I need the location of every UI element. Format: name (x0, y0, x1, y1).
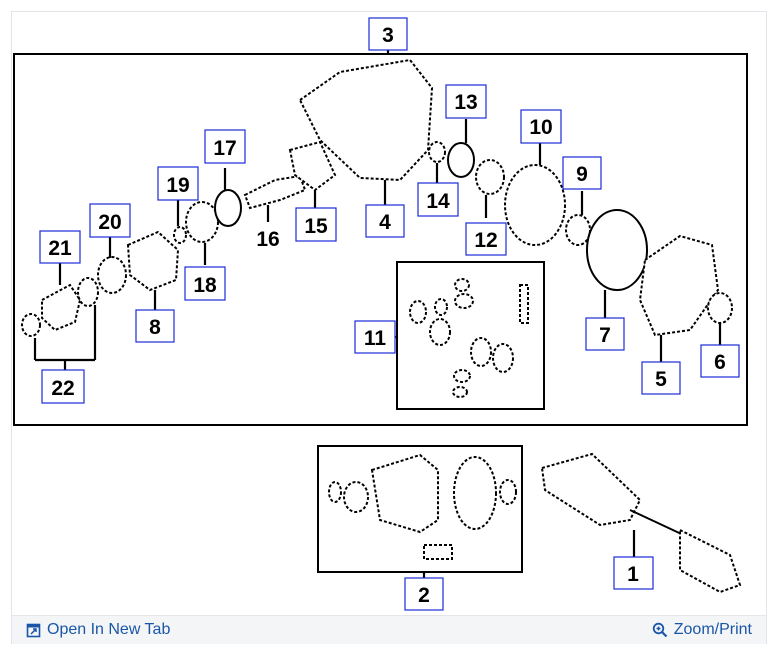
callout-16[interactable]: 16 (256, 228, 279, 251)
svg-text:19: 19 (166, 174, 189, 197)
svg-text:5: 5 (655, 368, 667, 391)
svg-text:2: 2 (418, 584, 430, 607)
callout-6[interactable]: 6 (700, 344, 740, 378)
svg-text:1: 1 (627, 563, 639, 586)
part-ring-gear (504, 164, 566, 246)
callout-7[interactable]: 7 (585, 317, 625, 351)
svg-text:16: 16 (256, 228, 279, 251)
kit-part (452, 386, 468, 398)
callout-22[interactable]: 22 (41, 369, 85, 404)
part-pinion (243, 174, 307, 210)
svg-text:13: 13 (454, 91, 477, 114)
callout-12[interactable]: 12 (465, 222, 507, 256)
kit2-boot (370, 453, 439, 534)
part-gasket (288, 140, 337, 192)
part-housing (298, 58, 434, 182)
kit2-part (328, 481, 342, 503)
part-bearing-12 (475, 159, 505, 195)
parts-diagram: 1 2 3 4 5 6 7 8 9 10 11 12 13 14 15 16 1… (13, 17, 748, 611)
svg-text:3: 3 (382, 24, 394, 47)
callout-1[interactable]: 1 (613, 556, 654, 590)
part-oring-13 (447, 142, 475, 178)
open-in-new-tab-icon (26, 623, 41, 637)
part-shim-17 (214, 189, 242, 227)
callout-4[interactable]: 4 (365, 204, 405, 238)
callout-8[interactable]: 8 (135, 309, 175, 343)
zoom-print-button[interactable]: Zoom/Print (652, 620, 752, 640)
diagram-toolbar: Open In New Tab Zoom/Print (12, 615, 766, 644)
kit-part (434, 298, 448, 316)
kit-part (519, 284, 529, 324)
part-cover (638, 234, 720, 337)
kit-part (409, 300, 427, 324)
zoom-icon (652, 622, 668, 638)
callout-11[interactable]: 11 (354, 320, 396, 354)
small-parts-kit-box (396, 261, 545, 410)
zoom-print-label: Zoom/Print (673, 621, 752, 638)
kit2-part (499, 479, 517, 505)
callout-17[interactable]: 17 (204, 129, 246, 164)
part-seal-14 (428, 141, 446, 163)
svg-text:14: 14 (426, 190, 450, 213)
svg-text:7: 7 (599, 324, 611, 347)
callout-20[interactable]: 20 (89, 203, 131, 238)
callout-15[interactable]: 15 (295, 207, 337, 242)
part-seal-6 (707, 292, 733, 324)
main-assembly-box (13, 53, 748, 426)
kit-part (429, 318, 451, 346)
leader-lines (33, 50, 722, 578)
kit2-part (453, 456, 497, 530)
callout-14[interactable]: 14 (417, 182, 459, 217)
part-bearing-18 (185, 201, 219, 243)
callout-3[interactable]: 3 (368, 17, 408, 51)
svg-text:12: 12 (474, 229, 497, 252)
axle-kit-box (317, 445, 523, 573)
kit-part (492, 343, 514, 373)
svg-text:21: 21 (48, 237, 72, 260)
callout-5[interactable]: 5 (641, 361, 681, 395)
callout-2[interactable]: 2 (404, 577, 444, 611)
kit-part (453, 369, 471, 383)
callout-13[interactable]: 13 (445, 84, 487, 119)
kit-part (470, 337, 492, 367)
svg-text:10: 10 (529, 116, 552, 139)
svg-text:11: 11 (364, 327, 387, 350)
callout-10[interactable]: 10 (520, 109, 562, 144)
part-nut (21, 313, 41, 337)
open-in-new-tab-label: Open In New Tab (47, 621, 171, 638)
part-bearing-9 (565, 214, 591, 246)
open-in-new-tab-button[interactable]: Open In New Tab (26, 620, 170, 640)
kit2-part (343, 481, 369, 513)
part-axle-shaft (540, 452, 642, 527)
svg-text:20: 20 (98, 211, 121, 234)
callout-19[interactable]: 19 (157, 166, 199, 201)
svg-text:18: 18 (193, 274, 217, 297)
part-axle-outer (679, 528, 742, 594)
part-bearing-20 (97, 256, 127, 294)
part-oring-7 (586, 209, 648, 291)
part-seal-small (77, 277, 99, 307)
svg-text:4: 4 (379, 211, 391, 234)
svg-text:17: 17 (213, 137, 236, 160)
svg-text:8: 8 (149, 316, 161, 339)
svg-text:22: 22 (51, 377, 74, 400)
part-ring-19 (173, 226, 187, 244)
svg-text:9: 9 (576, 163, 588, 186)
kit-part (454, 293, 474, 309)
kit2-part (423, 544, 453, 560)
callout-9[interactable]: 9 (562, 156, 602, 190)
kit-part (454, 278, 470, 292)
part-diff-case (126, 230, 180, 292)
svg-text:15: 15 (304, 215, 328, 238)
callout-18[interactable]: 18 (184, 266, 226, 301)
part-flange (41, 283, 82, 332)
svg-text:6: 6 (714, 351, 726, 374)
callout-21[interactable]: 21 (39, 230, 81, 264)
